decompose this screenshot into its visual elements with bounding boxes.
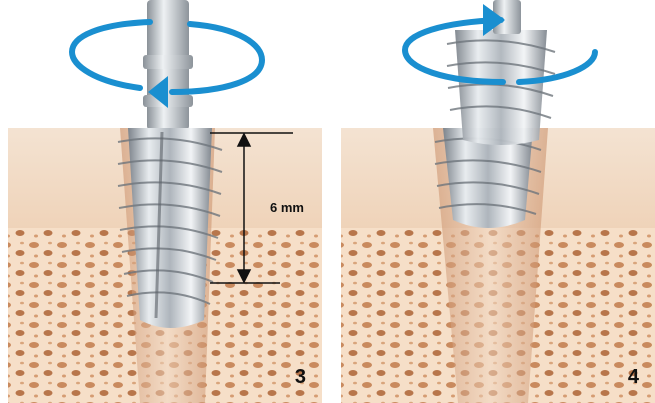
step-4-panel: 4 (333, 0, 655, 403)
step-number-4: 4 (628, 366, 639, 389)
step-number-3: 3 (295, 366, 306, 389)
step-3-panel: 6 mm 3 (0, 0, 322, 403)
measurement-label: 6 mm (270, 200, 304, 215)
